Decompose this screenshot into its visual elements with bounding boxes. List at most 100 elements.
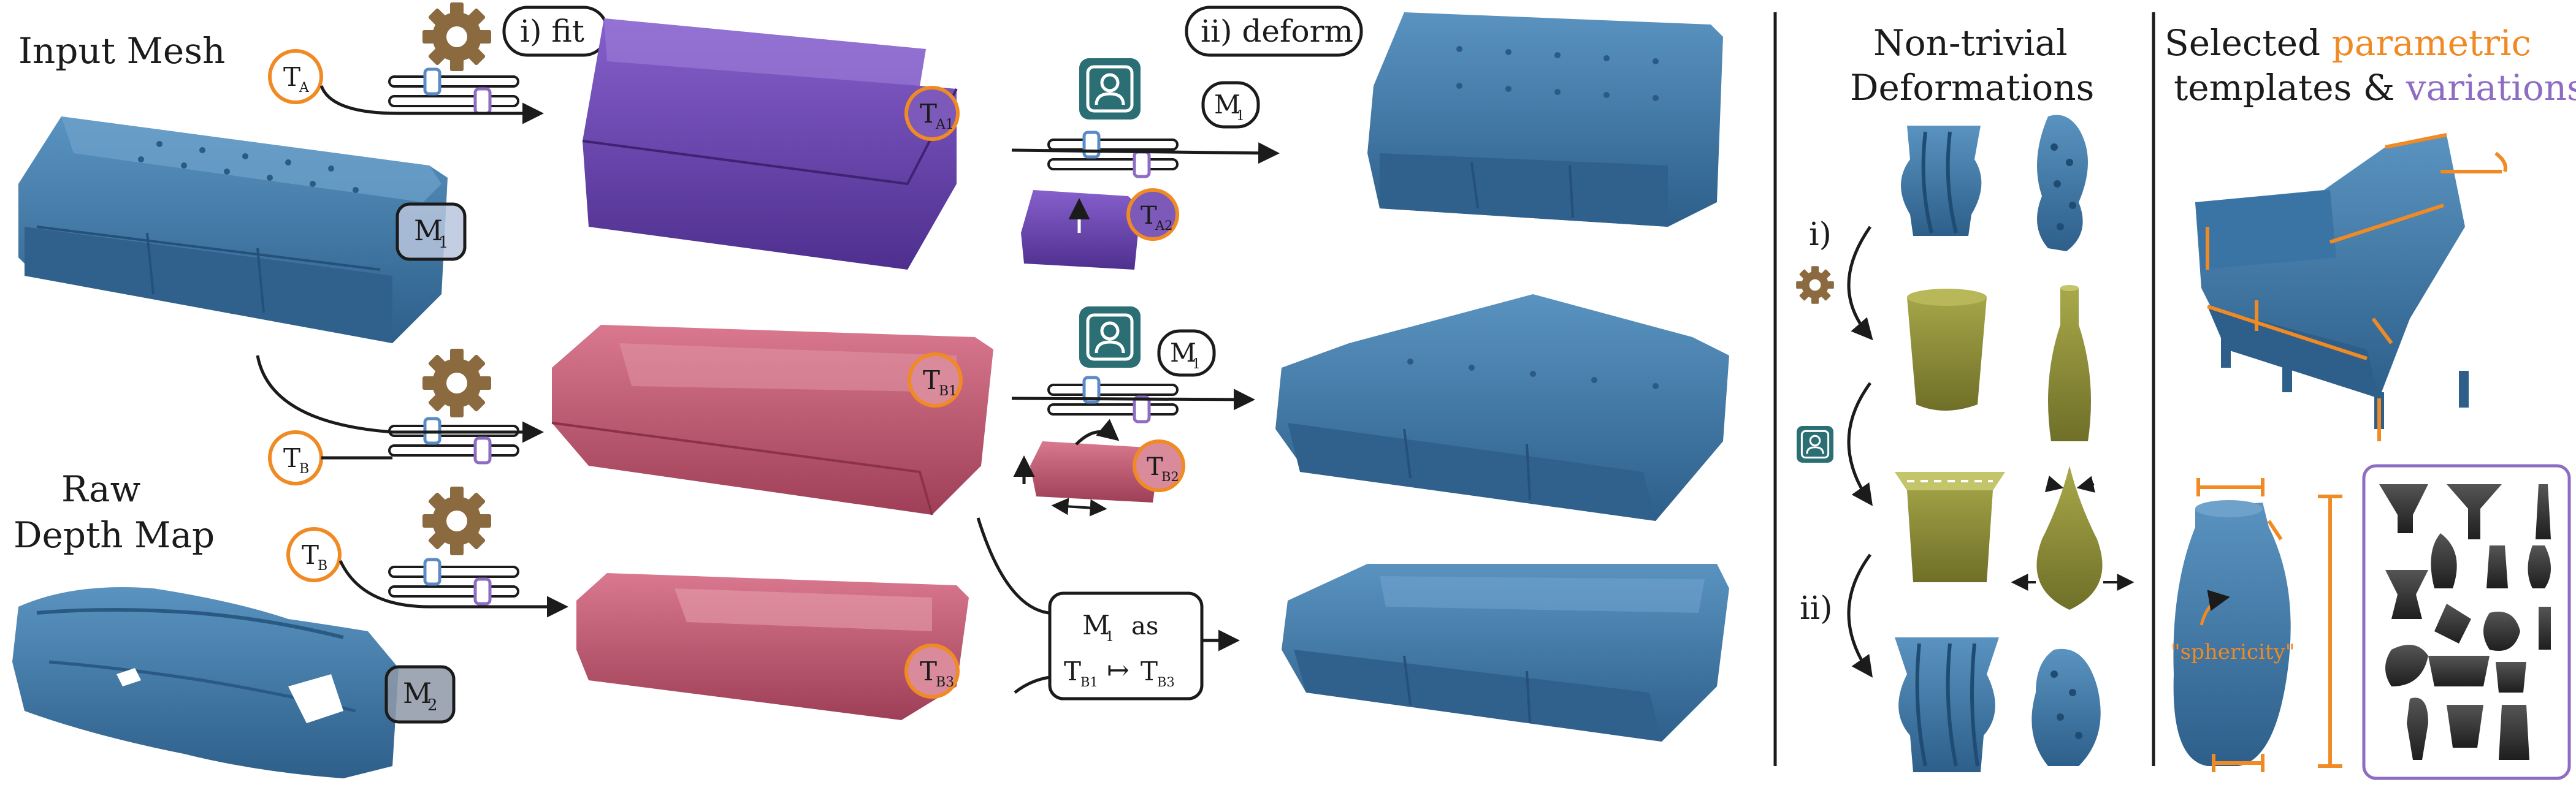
- slider-icon: [389, 69, 518, 113]
- svg-text:A2: A2: [1155, 218, 1173, 233]
- svg-text:T: T: [920, 99, 937, 129]
- input-mesh-label: Input Mesh: [18, 30, 225, 72]
- svg-text:as: as: [1131, 612, 1158, 640]
- gear-icon: [422, 487, 491, 555]
- slider-icon: [389, 560, 518, 604]
- user-icon: [1795, 425, 1835, 464]
- mesh-tag-m1-deform-a: M 1: [1201, 81, 1260, 129]
- gear-icon: [422, 349, 491, 417]
- user-icon: [1079, 306, 1141, 368]
- fit-step-label: i) fit: [502, 6, 609, 57]
- output-sofa-c: [1282, 564, 1729, 742]
- svg-text:1: 1: [1192, 357, 1201, 372]
- deform-step-label: ii) deform: [1185, 6, 1363, 57]
- template-box-olive: [1895, 472, 2005, 582]
- selected-title-line1: Selected parametric: [2165, 22, 2531, 64]
- slider-icon: [1049, 132, 1177, 177]
- svg-text:B3: B3: [1157, 675, 1175, 689]
- vase-template-sphericity: "sphericity": [2171, 478, 2342, 772]
- svg-text:T: T: [923, 365, 940, 395]
- svg-text:A: A: [299, 80, 310, 96]
- user-icon: [1079, 58, 1141, 120]
- svg-text:1: 1: [1236, 108, 1245, 124]
- svg-text:T: T: [283, 62, 300, 92]
- svg-text:T: T: [920, 656, 937, 686]
- vase-wavy-input: [1901, 126, 1982, 236]
- svg-text:↦: ↦: [1107, 655, 1129, 686]
- svg-text:B: B: [299, 461, 309, 477]
- nontrivial-title-line2: Deformations: [1850, 67, 2094, 108]
- template-tag-tb: T B: [268, 430, 323, 485]
- svg-text:T: T: [302, 540, 319, 570]
- variations-grid: [2362, 464, 2571, 780]
- svg-text:M: M: [1082, 610, 1110, 641]
- template-bulb-olive: [2011, 466, 2135, 610]
- svg-text:i) fit: i) fit: [520, 13, 584, 49]
- vase-wavy-output: [1895, 637, 1999, 772]
- step-i-label: i): [1809, 216, 1832, 253]
- deform-arrow-a: [1011, 142, 1280, 164]
- step-i-arrow: [1847, 226, 1873, 341]
- input-mesh-sofa: [18, 116, 448, 343]
- mapping-connector-tb3: [1014, 675, 1050, 694]
- svg-text:T: T: [283, 443, 300, 473]
- svg-text:2: 2: [427, 696, 438, 715]
- raw-depth-label-line2: Depth Map: [13, 514, 215, 556]
- slider-icon: [389, 419, 518, 463]
- vase-leafy-input: [2037, 115, 2088, 251]
- svg-text:B3: B3: [936, 675, 954, 690]
- raw-depth-scan: [12, 587, 399, 778]
- mapping-connector-in: [976, 517, 1049, 615]
- svg-text:ii) deform: ii) deform: [1201, 13, 1353, 49]
- template-shape-tb1: T B1: [551, 325, 993, 515]
- step-ii-arrow: [1847, 553, 1873, 678]
- selected-templates-panel: Selected parametric templates & variatio…: [2165, 22, 2576, 780]
- svg-text:T: T: [1064, 656, 1081, 686]
- svg-text:M: M: [1170, 338, 1196, 368]
- gear-icon: [1796, 266, 1834, 304]
- step-user-arrow: [1847, 382, 1873, 506]
- mesh-tag-m2: M 2: [384, 665, 456, 724]
- raw-depth-label-line1: Raw: [61, 468, 140, 510]
- step-ii-label: ii): [1800, 590, 1833, 627]
- output-sofa-a: [1367, 12, 1723, 227]
- template-shape-ta1: T A1: [582, 18, 960, 270]
- template-shape-tb2: T B2: [1013, 419, 1185, 517]
- svg-text:B1: B1: [939, 384, 957, 399]
- fit-arrow-b: [256, 355, 544, 443]
- svg-text:A1: A1: [935, 117, 954, 132]
- template-shape-tb3: T B3: [576, 573, 969, 720]
- svg-text:T: T: [1141, 656, 1158, 686]
- svg-text:T: T: [1147, 453, 1163, 481]
- fit-arrow-c: [338, 560, 568, 618]
- output-sofa-b: [1275, 294, 1729, 521]
- svg-text:1: 1: [1106, 629, 1114, 645]
- template-shape-ta2: T A2: [1021, 188, 1179, 270]
- fit-arrow-a: [319, 85, 544, 124]
- svg-text:T: T: [1141, 202, 1157, 230]
- mapping-box: M 1 as T B1 ↦ T B3: [1048, 591, 1204, 701]
- selected-title-line2: templates & variations: [2174, 67, 2576, 108]
- gear-icon: [422, 2, 491, 71]
- mesh-tag-m1: M 1: [396, 202, 467, 261]
- svg-text:1: 1: [438, 234, 449, 252]
- template-bottle-olive: [2048, 285, 2091, 441]
- armchair-template: [2195, 133, 2507, 441]
- nontrivial-panel: Non-trivial Deformations i) ii): [1795, 22, 2135, 772]
- nontrivial-title-line1: Non-trivial: [1873, 22, 2068, 64]
- svg-text:B2: B2: [1161, 469, 1179, 484]
- pipeline-panel: Input Mesh M 1 Raw Depth Map: [12, 2, 1729, 778]
- template-tag-tb-depth: T B: [286, 527, 342, 582]
- mesh-tag-m1-deform-b: M 1: [1157, 329, 1216, 377]
- svg-text:M: M: [1214, 89, 1240, 120]
- vase-leafy-output: [2031, 648, 2101, 766]
- template-tag-ta: T A: [268, 49, 323, 104]
- template-cup-olive: [1907, 289, 1987, 411]
- sphericity-label: "sphericity": [2171, 640, 2295, 664]
- svg-text:B: B: [318, 558, 327, 574]
- svg-text:M: M: [403, 677, 432, 710]
- svg-text:M: M: [414, 214, 443, 247]
- deform-arrow-b: [1011, 389, 1255, 411]
- svg-text:B1: B1: [1080, 675, 1098, 689]
